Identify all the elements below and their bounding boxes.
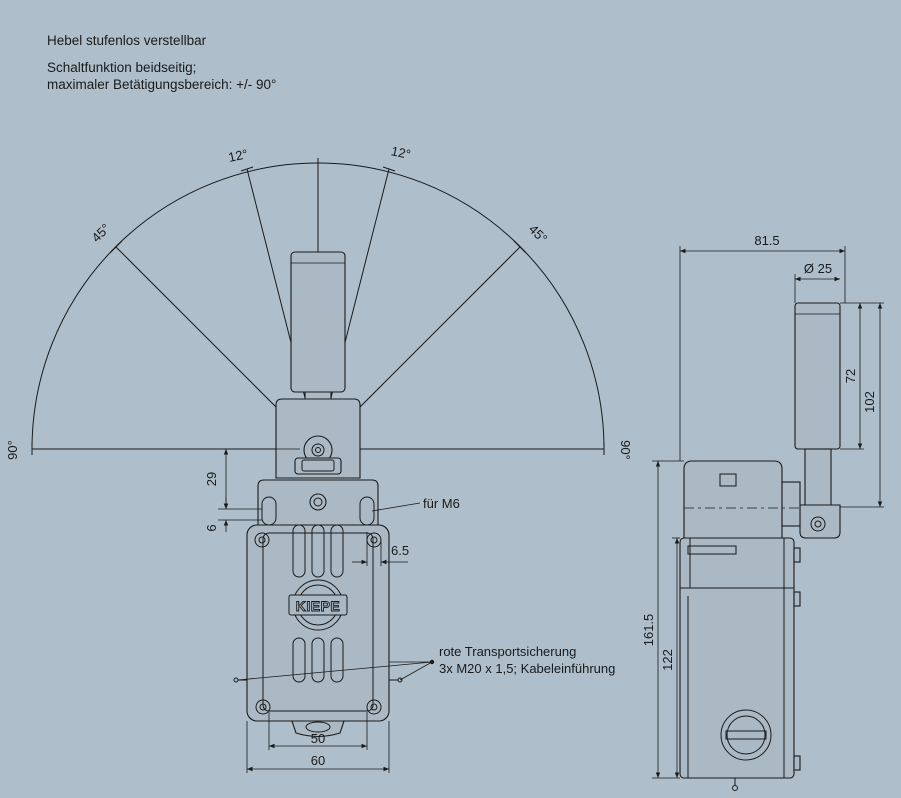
switch-note-line2: maximaler Betätigungsbereich: +/- 90° xyxy=(47,77,277,92)
side-lever-roller xyxy=(794,302,841,450)
callout-transport-line1: rote Transportsicherung xyxy=(439,644,576,659)
dim-29-label: 29 xyxy=(204,472,219,486)
side-switch-head xyxy=(683,460,783,539)
side-housing xyxy=(679,537,795,779)
dim-72-label: 72 xyxy=(843,369,858,383)
label-fuer-m6: für M6 xyxy=(423,496,460,511)
lever-note: Hebel stufenlos verstellbar xyxy=(47,33,207,48)
dim-122-label: 122 xyxy=(660,649,675,671)
logo-text: KIEPE xyxy=(296,598,341,614)
switch-note-line1: Schaltfunktion beidseitig; xyxy=(47,60,197,75)
callout-transport-line2: 3x M20 x 1,5; Kabeleinführung xyxy=(439,661,615,676)
angle-label-12-left: 12° xyxy=(227,146,249,165)
dim-60-label: 60 xyxy=(311,753,325,768)
vent-slots-upper xyxy=(292,524,344,578)
cable-gland-bottom xyxy=(291,720,345,738)
dim-6-label: 6 xyxy=(204,524,219,531)
angle-label-90-left: 90° xyxy=(5,440,20,460)
angle-label-90-right: 90° xyxy=(618,440,633,460)
angle-label-45-right: 45° xyxy=(526,222,551,247)
side-cable-gland xyxy=(720,709,772,761)
side-view: 81.5 Ø 25 72 102 161.5 122 xyxy=(641,233,884,791)
dim-50-label: 50 xyxy=(311,731,325,746)
front-view: 90° 90° 45° 45° 12° 12° xyxy=(5,143,633,773)
dim-81-5-label: 81.5 xyxy=(754,233,779,248)
side-lever-rod xyxy=(804,448,832,508)
vent-slots-lower xyxy=(292,637,344,683)
dim-102-label: 102 xyxy=(862,391,877,413)
switch-housing xyxy=(246,524,390,722)
kiepe-logo: KIEPE xyxy=(288,579,348,631)
lever-roller xyxy=(290,251,346,393)
dim-d25-label: Ø 25 xyxy=(804,261,832,276)
dim-161-5-label: 161.5 xyxy=(641,614,656,647)
angle-label-45-left: 45° xyxy=(89,221,114,246)
angle-label-12-right: 12° xyxy=(390,143,412,162)
dim-6-5-label: 6.5 xyxy=(391,543,409,558)
